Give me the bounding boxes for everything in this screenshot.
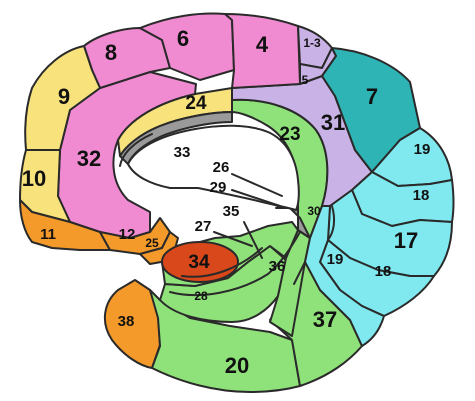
label-area-20: 20: [225, 353, 249, 378]
label-area-27: 27: [195, 218, 212, 235]
label-area-19-upper: 19: [414, 141, 431, 158]
label-area-32: 32: [77, 146, 101, 171]
label-area-9: 9: [58, 84, 70, 109]
label-area-4: 4: [256, 32, 269, 57]
label-area-19-lower: 19: [327, 251, 344, 268]
label-area-10: 10: [22, 166, 46, 191]
label-area-11: 11: [40, 226, 56, 243]
label-area-12: 12: [119, 226, 136, 243]
label-area-36: 36: [269, 258, 286, 275]
label-area-23: 23: [279, 124, 300, 145]
label-area-24: 24: [185, 93, 207, 114]
label-area-18-lower: 18: [375, 263, 392, 280]
label-area-18-upper: 18: [413, 187, 430, 204]
label-area-28: 28: [194, 289, 208, 303]
label-area-29: 29: [210, 179, 227, 196]
label-area-17: 17: [394, 228, 418, 253]
label-area-5: 5: [302, 73, 309, 87]
label-area-6: 6: [177, 26, 189, 51]
label-area-38: 38: [118, 313, 135, 330]
label-area-31: 31: [321, 110, 345, 135]
label-area-25: 25: [145, 236, 159, 250]
label-area-34: 34: [188, 252, 210, 273]
label-area-8: 8: [105, 40, 117, 65]
label-area-1-3: 1-3: [303, 36, 321, 50]
label-area-35: 35: [223, 203, 240, 220]
label-area-37: 37: [313, 307, 337, 332]
label-area-26: 26: [213, 159, 230, 176]
label-area-30: 30: [307, 204, 321, 218]
label-area-33: 33: [174, 144, 191, 161]
label-area-7: 7: [366, 84, 378, 109]
